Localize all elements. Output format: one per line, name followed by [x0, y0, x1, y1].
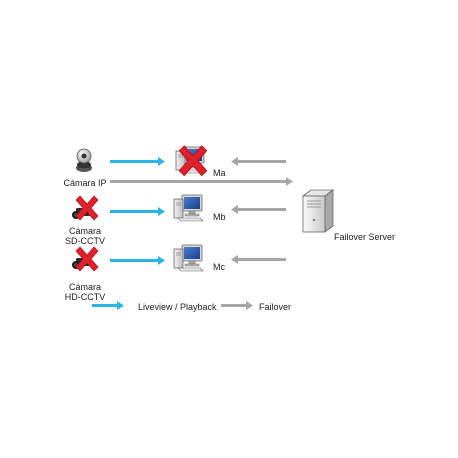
liveview-arrow-hd-to-mc: [110, 256, 165, 265]
hd-cctv-label-line2: HD-CCTV: [64, 292, 106, 302]
sd-cctv-label: Cámara SD-CCTV: [58, 226, 112, 246]
sd-cctv-label-line1: Cámara: [68, 226, 101, 236]
legend-liveview-label: Liveview / Playback: [138, 302, 217, 312]
server-mc-label: Mc: [213, 262, 225, 272]
legend-failover-arrow: [221, 301, 253, 310]
failover-arrow-to-ma: [231, 157, 286, 166]
tower-server-icon: [301, 189, 335, 233]
legend-liveview-arrow: [92, 301, 124, 310]
hd-cctv-label-line1: Cámara: [68, 282, 101, 292]
sd-cctv-label-line2: SD-CCTV: [65, 236, 105, 246]
workstation-mc-icon: [173, 244, 204, 272]
liveview-arrow-ip-to-ma: [110, 157, 165, 166]
failover-arrow-ip-to-server: [110, 177, 293, 186]
failover-server-label: Failover Server: [334, 232, 396, 242]
failover-arrow-to-mc: [231, 255, 286, 264]
hd-cctv-label: Cámara HD-CCTV: [56, 282, 114, 302]
server-ma-label: Ma: [213, 168, 226, 178]
liveview-arrow-sd-to-mb: [110, 207, 165, 216]
server-mb-label: Mb: [213, 212, 226, 222]
ip-camera-label: Cámara IP: [63, 178, 107, 188]
failover-arrow-to-mb: [231, 205, 286, 214]
legend-failover-label: Failover: [259, 302, 292, 312]
ip-camera-icon: [76, 148, 92, 172]
workstation-mb-icon: [173, 194, 204, 222]
